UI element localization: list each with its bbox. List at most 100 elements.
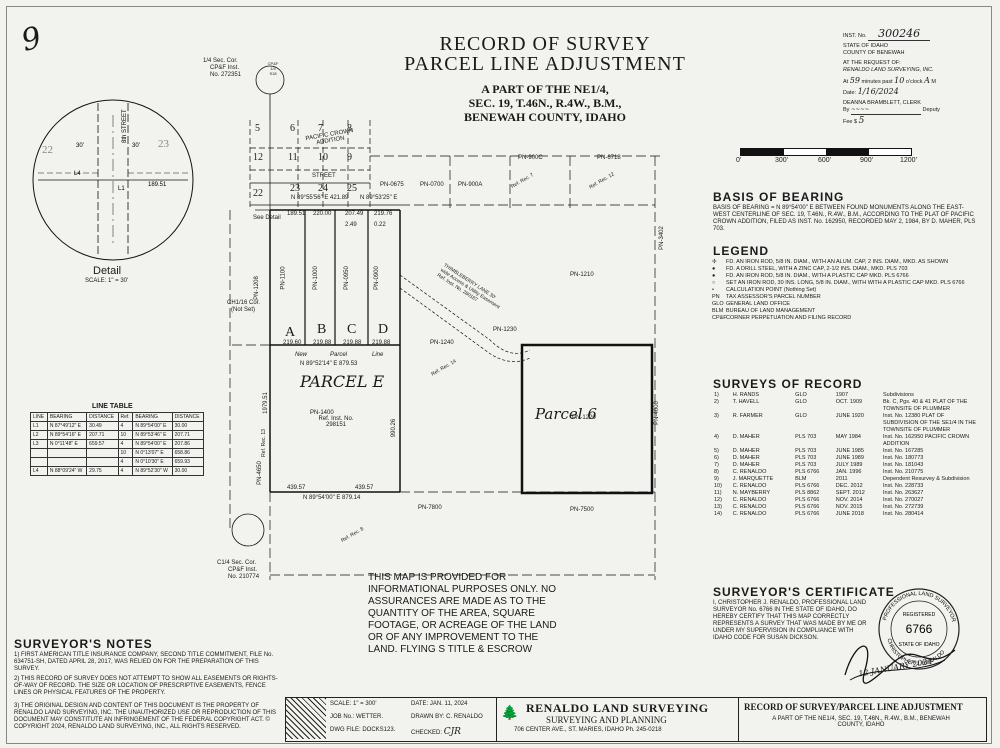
- line-table-cell: 658.86: [171, 448, 205, 458]
- line-table-cell: 4: [117, 439, 134, 449]
- tb-dwg: DWG FILE: DOCKS123.: [330, 727, 396, 733]
- line-table-cell: N 89°54'00" E: [132, 439, 173, 449]
- survey-cell: 9): [714, 476, 719, 482]
- survey-cell: PLS 6766: [795, 497, 820, 503]
- dim-mid-b: 219.88: [313, 340, 332, 346]
- survey-cell: Inst. No. 180773: [883, 455, 924, 461]
- survey-cell: Inst. No. 12380 PLAT OF SUBDIVISION OF T…: [883, 413, 977, 433]
- line-table-header: BEARING: [132, 412, 173, 422]
- line-table-cell: [86, 457, 119, 467]
- pn-1210: PN-1210: [570, 272, 594, 278]
- survey-cell: JUNE 1989: [835, 455, 864, 461]
- scale-bar: [740, 148, 912, 156]
- title-block: SCALE: 1" = 300' JOB No.: WETTER. DWG FI…: [285, 697, 987, 742]
- survey-cell: Inst. No. 272739: [883, 504, 924, 510]
- bot-dim-1: 439.57: [287, 485, 306, 491]
- legend-symbol: GLO: [712, 301, 724, 307]
- line-table-cell: [86, 448, 119, 458]
- line-table-cell: [30, 457, 48, 467]
- tb-divider-1: [496, 698, 497, 741]
- c14-corner-label: C1/4 Sec. Cor.: [217, 560, 257, 566]
- line-table-header: LINE: [30, 412, 48, 422]
- line-table-cell: [30, 448, 48, 458]
- line-table-header: BEARING: [46, 412, 88, 422]
- notes-title: SURVEYOR'S NOTES: [14, 637, 153, 651]
- survey-cell: PLS 703: [795, 448, 817, 454]
- block-7: 7: [318, 123, 323, 134]
- survey-cell: SEPT. 2012: [835, 490, 865, 496]
- tb-drawn: DRAWN BY: C. RENALDO: [411, 714, 483, 720]
- pn-6718: PN-6718: [597, 155, 621, 161]
- detail-dist-1: 30': [76, 143, 84, 149]
- parcel-a: A: [285, 325, 296, 340]
- survey-cell: T. HAVELL: [732, 399, 760, 405]
- tb-record-title: RECORD OF SURVEY/PARCEL LINE ADJUSTMENT: [744, 702, 963, 712]
- tb-scale: SCALE: 1" = 300': [330, 701, 377, 707]
- line-table-cell: 207.71: [86, 430, 119, 440]
- survey-cell: 1907: [835, 392, 849, 398]
- survey-cell: JULY 1989: [835, 462, 863, 468]
- scale-seg-4: [868, 149, 911, 155]
- pn-3402: PN-3402: [658, 226, 665, 250]
- line-word-label: Line: [372, 352, 384, 358]
- see-detail: See Detail: [253, 215, 281, 221]
- scale-seg-2: [783, 149, 826, 155]
- survey-cell: NOV. 2015: [835, 504, 863, 510]
- tree-icon: 🌲: [501, 704, 519, 720]
- line-table-cell: L1: [30, 421, 48, 431]
- title-line2: PARCEL LINE ADJUSTMENT: [404, 53, 686, 75]
- legend-symbol: ●: [712, 273, 716, 279]
- recording-block: INST. No. 300246 STATE OF IDAHO COUNTY O…: [843, 27, 973, 126]
- tb-date: DATE: JAN. 11, 2024: [411, 701, 468, 707]
- basis-title: BASIS OF BEARING: [713, 190, 845, 204]
- time-min: 59: [849, 76, 860, 85]
- dim-top-4: 219.76: [374, 211, 393, 217]
- pn-4000: PN-4000: [653, 401, 660, 425]
- survey-cell: Inst. No. 167285: [883, 448, 924, 454]
- survey-cell: C. RENALDO: [732, 497, 767, 503]
- legend-text: FD. AN IRON ROD, 5/8 IN. DIAM., WITH A P…: [726, 273, 909, 279]
- c14-no: No. 210774: [228, 574, 260, 580]
- dim-top2-2: 0.22: [374, 222, 386, 228]
- line-table-cell: 659.57: [86, 439, 119, 449]
- legend-text: CALCULATION POINT (Nothing Set): [726, 287, 817, 293]
- survey-cell: 2): [714, 399, 719, 405]
- block-22: 22: [253, 188, 263, 199]
- legend-item: ●FD. A DRILL STEEL, WITH A ZINC CAP, 2-1…: [712, 266, 972, 273]
- scale-seg-3: [826, 149, 869, 155]
- survey-cell: Inst. No. 263627: [883, 490, 924, 496]
- time-end: M: [931, 79, 936, 85]
- survey-cell: Inst. No. 210775: [883, 469, 924, 475]
- ch16-not-set: (Not Set): [231, 307, 256, 313]
- line-table-cell: 29.75: [86, 466, 119, 476]
- block-23: 23: [290, 183, 300, 194]
- survey-cell: 11): [714, 490, 722, 496]
- legend-symbol: PN: [712, 294, 720, 300]
- survey-cell: PLS 703: [795, 434, 817, 440]
- mid-bearing: N 89°52'14" E 879.53: [300, 361, 358, 367]
- legend-text: SET AN IRON ROD, 30 INS. LONG, 5/8 IN. D…: [726, 280, 965, 286]
- survey-cell: 5): [714, 448, 719, 454]
- survey-cell: JAN. 1996: [835, 469, 862, 475]
- certificate-title: SURVEYOR'S CERTIFICATE: [713, 585, 895, 599]
- pn-1208: PN-1208: [253, 276, 260, 300]
- survey-cell: D. MAHER: [732, 448, 760, 454]
- survey-cell: NOV. 2014: [835, 497, 863, 503]
- street-label: STREET: [312, 173, 336, 179]
- legend-item: ● FD. AN IRON ROD, 5/8 IN. DIAM., WITH A …: [712, 273, 972, 280]
- survey-cell: JUNE 1920: [835, 413, 864, 419]
- survey-cell: 13): [714, 504, 722, 510]
- rec-state: STATE OF IDAHO: [843, 43, 889, 49]
- seal-number: 6766: [906, 622, 933, 636]
- survey-cell: JUNE 2018: [835, 511, 864, 517]
- time-mid: minutes past: [861, 79, 893, 85]
- survey-cell: GLO: [795, 399, 807, 405]
